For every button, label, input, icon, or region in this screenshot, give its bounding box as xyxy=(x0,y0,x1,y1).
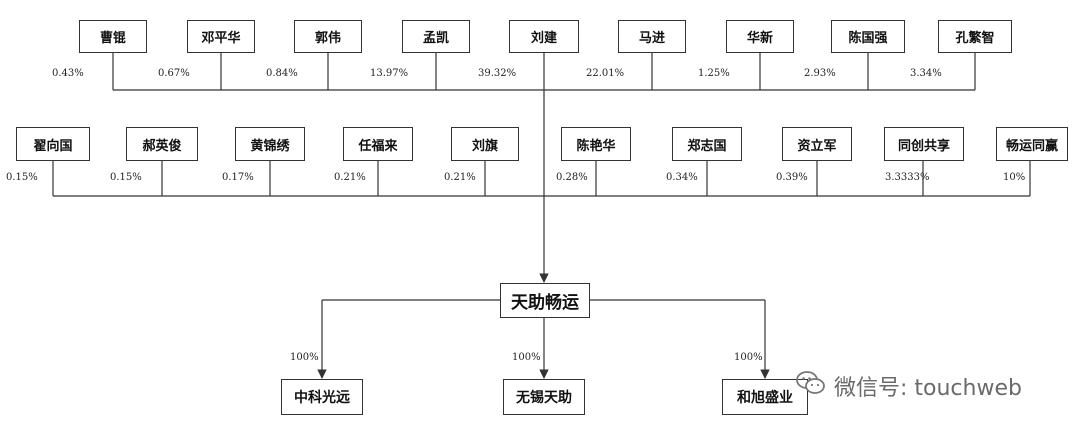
shareholder-box: 刘建 xyxy=(509,20,579,53)
shareholder-name: 黄锦绣 xyxy=(250,138,290,154)
shareholder-name: 翟向国 xyxy=(33,138,73,154)
shareholder-box: 陈国强 xyxy=(831,20,905,53)
shareholder-box: 郭伟 xyxy=(294,20,362,53)
shareholder-name: 郭伟 xyxy=(314,31,341,46)
share-percentage: 0.15% xyxy=(6,172,38,183)
shareholder-name: 陈国强 xyxy=(848,31,888,46)
share-percentage: 0.67% xyxy=(158,68,190,79)
shareholder-name: 陈艳华 xyxy=(576,138,616,154)
share-percentage: 0.39% xyxy=(776,172,808,183)
shareholder-name: 同创共享 xyxy=(897,138,950,154)
shareholder-box: 资立军 xyxy=(782,127,852,161)
shareholder-name: 华新 xyxy=(746,31,773,46)
subsidiary-percentage: 100% xyxy=(290,352,319,363)
shareholder-name: 郑志国 xyxy=(687,138,727,154)
shareholder-name: 郝英俊 xyxy=(142,138,182,154)
shareholder-box: 同创共享 xyxy=(884,127,964,161)
share-percentage: 0.28% xyxy=(556,172,588,183)
watermark: 微信号: touchweb xyxy=(796,370,1022,402)
shareholder-box: 刘旗 xyxy=(451,127,519,161)
subsidiary-name: 无锡天助 xyxy=(516,390,572,406)
subsidiary-name: 中科光远 xyxy=(294,390,350,406)
shareholder-box: 黄锦绣 xyxy=(235,127,305,161)
share-percentage: 0.17% xyxy=(222,172,254,183)
share-percentage: 0.15% xyxy=(110,172,142,183)
subsidiary-box: 中科光远 xyxy=(281,379,363,415)
shareholder-name: 曹锟 xyxy=(99,31,126,46)
share-percentage: 0.21% xyxy=(444,172,476,183)
share-percentage: 3.3333% xyxy=(885,172,930,183)
wechat-icon xyxy=(796,370,826,402)
subsidiary-name: 和旭盛业 xyxy=(737,390,793,406)
subsidiary-percentage: 100% xyxy=(734,352,763,363)
shareholder-box: 陈艳华 xyxy=(561,127,631,161)
shareholder-name: 畅运同赢 xyxy=(1005,138,1058,154)
share-percentage: 39.32% xyxy=(478,68,517,79)
share-percentage: 0.34% xyxy=(666,172,698,183)
shareholder-box: 翟向国 xyxy=(16,127,90,161)
share-percentage: 3.34% xyxy=(910,68,942,79)
share-percentage: 13.97% xyxy=(370,68,409,79)
shareholder-box: 曹锟 xyxy=(79,20,147,53)
shareholder-box: 邓平华 xyxy=(187,20,255,53)
share-percentage: 0.43% xyxy=(52,68,84,79)
share-percentage: 22.01% xyxy=(586,68,625,79)
share-percentage: 0.21% xyxy=(334,172,366,183)
shareholder-name: 资立军 xyxy=(797,138,837,154)
shareholder-name: 孟凯 xyxy=(422,31,449,46)
watermark-text: 微信号: touchweb xyxy=(834,376,1022,401)
shareholder-box: 畅运同赢 xyxy=(996,127,1068,161)
shareholder-name: 马进 xyxy=(638,31,665,46)
shareholder-box: 孔繁智 xyxy=(938,20,1012,53)
hub-company-name: 天助畅运 xyxy=(511,293,579,313)
shareholder-name: 孔繁智 xyxy=(955,31,995,46)
shareholder-box: 孟凯 xyxy=(402,20,470,53)
shareholder-name: 任福来 xyxy=(358,138,398,154)
shareholder-name: 刘旗 xyxy=(471,138,498,154)
shareholder-box: 马进 xyxy=(618,20,686,53)
subsidiary-percentage: 100% xyxy=(512,352,541,363)
shareholder-box: 华新 xyxy=(726,20,794,53)
shareholder-name: 刘建 xyxy=(530,31,557,46)
shareholder-box: 任福来 xyxy=(343,127,413,161)
subsidiary-box: 和旭盛业 xyxy=(722,379,808,415)
shareholder-box: 郑志国 xyxy=(672,127,742,161)
subsidiary-box: 无锡天助 xyxy=(503,379,585,415)
share-percentage: 2.93% xyxy=(804,68,836,79)
hub-company-box: 天助畅运 xyxy=(500,283,590,318)
shareholder-name: 邓平华 xyxy=(201,31,241,46)
share-percentage: 0.84% xyxy=(266,68,298,79)
shareholder-box: 郝英俊 xyxy=(126,127,198,161)
share-percentage: 1.25% xyxy=(698,68,730,79)
share-percentage: 10% xyxy=(1003,172,1026,183)
